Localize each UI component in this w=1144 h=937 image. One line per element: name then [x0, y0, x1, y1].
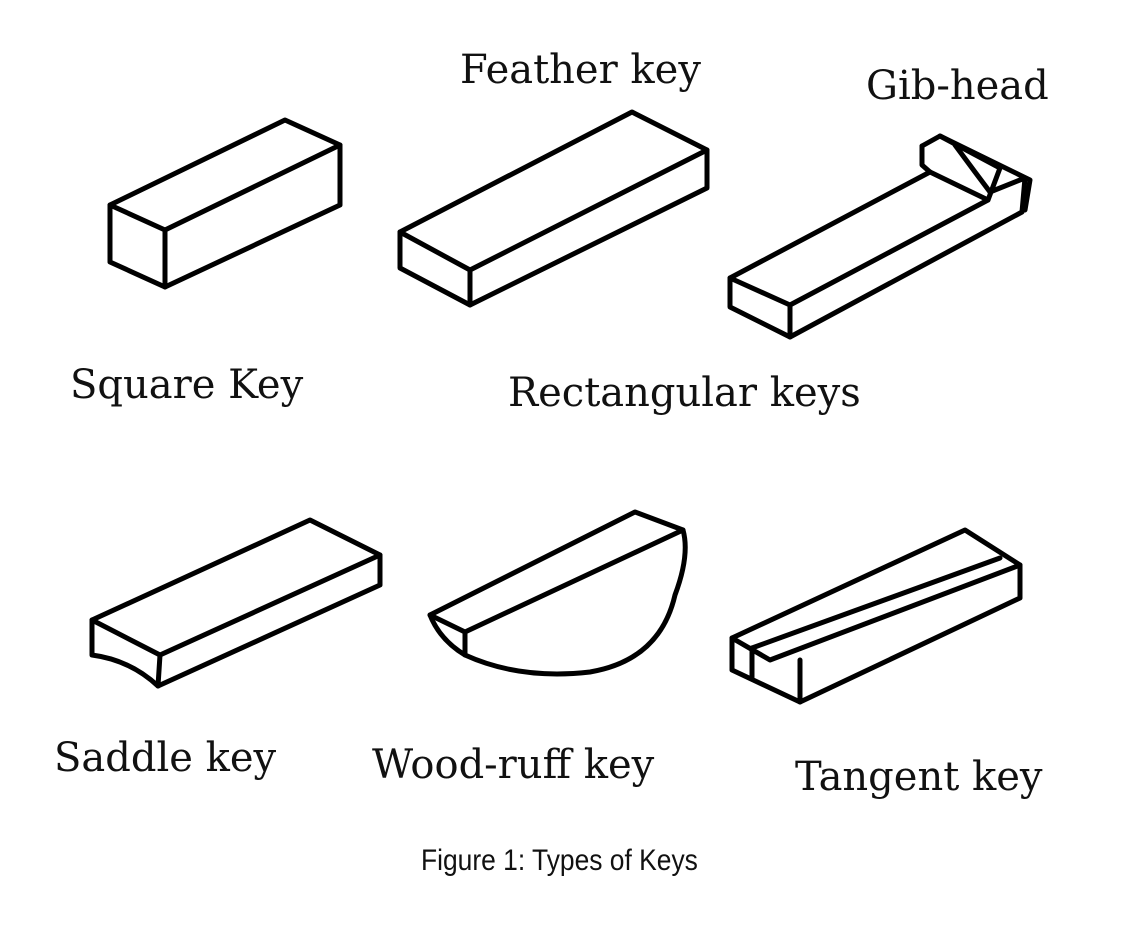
label-rectangular-keys: Rectangular keys [508, 370, 861, 416]
label-woodruff-key: Wood-ruff key [372, 742, 655, 788]
feather-key-drawing [397, 109, 710, 308]
square-key-drawing [107, 117, 343, 290]
gib-head-key-drawing [727, 133, 1033, 340]
saddle-key-drawing [89, 517, 383, 689]
tangent-key-drawing [729, 527, 1023, 705]
label-tangent-key: Tangent key [795, 754, 1043, 800]
figure-caption: Figure 1: Types of Keys [421, 844, 698, 877]
label-feather-key: Feather key [460, 47, 701, 93]
label-saddle-key: Saddle key [54, 735, 277, 781]
woodruff-key-drawing [427, 509, 688, 677]
label-square-key: Square Key [70, 362, 304, 408]
label-gib-head: Gib-head [866, 63, 1049, 109]
